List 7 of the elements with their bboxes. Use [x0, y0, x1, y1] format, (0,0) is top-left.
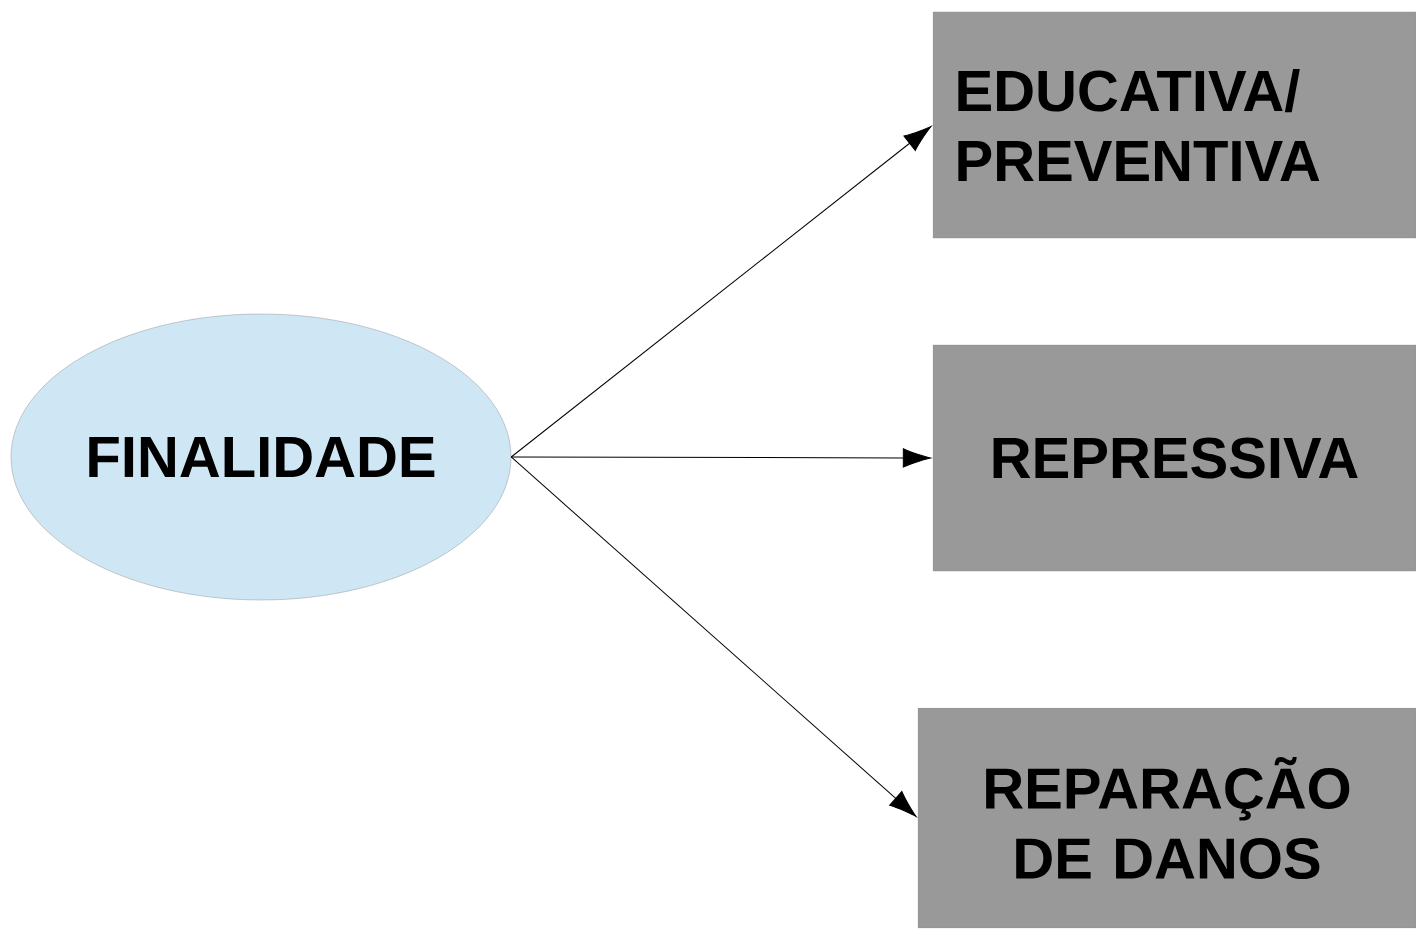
arrow: [510, 125, 932, 458]
process-box: REPARAÇÃO DE DANOS: [917, 707, 1416, 929]
process-box: EDUCATIVA/ PREVENTIVA: [932, 11, 1416, 239]
ellipse-node: FINALIDADE: [10, 313, 512, 601]
process-box: REPRESSIVA: [932, 344, 1416, 572]
arrow: [510, 448, 931, 468]
arrow: [510, 456, 917, 817]
